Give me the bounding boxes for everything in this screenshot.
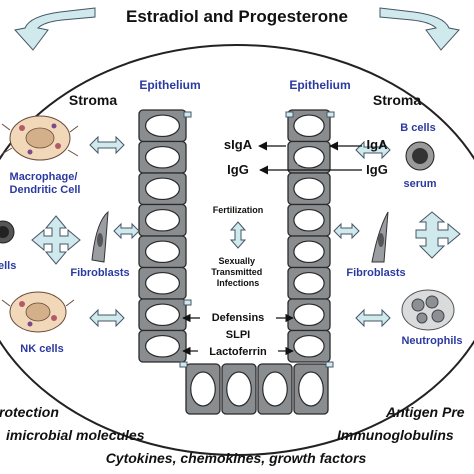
neutrophil-icon (401, 289, 455, 331)
tissue-ellipse (0, 44, 474, 456)
right-epithelial-cell-3 (287, 203, 331, 237)
cytokines-text: Cytokines, chemokines, growth factors (106, 450, 367, 466)
left-epithelial-cell-5 (138, 266, 187, 300)
diagram-title: Estradiol and Progesterone (126, 7, 348, 26)
cells-partial-label: ells (0, 260, 16, 272)
double-arrow-fibroblast-right-icon (333, 222, 360, 240)
antigen-text: Antigen Pre (385, 404, 465, 420)
double-arrow-bcell-icon (355, 140, 391, 160)
macrophage-dendritic-cell-icon (1, 115, 79, 161)
b-cells-label: B cells (400, 122, 435, 134)
iga-label: IgA (367, 137, 389, 152)
right-epithelial-cell-6 (287, 298, 331, 332)
tight-junction-2 (179, 361, 188, 368)
left-epithelial-cell-1 (138, 140, 187, 174)
tight-junction-3 (285, 111, 294, 118)
antimicrobial-text: imicrobial molecules (6, 427, 145, 443)
fertilization-label: Fertilization (213, 205, 264, 215)
bottom-epithelium-row (185, 363, 329, 415)
fibroblast-left-icon (91, 210, 109, 263)
defensins-label: Defensins (212, 312, 265, 324)
double-arrow-fibroblast-left-icon (113, 222, 140, 240)
four-way-arrow-left-icon (31, 215, 81, 265)
left-epithelium-label: Epithelium (139, 78, 200, 92)
tight-junction-0 (183, 111, 192, 118)
vertical-double-arrow-icon (229, 221, 247, 249)
immunoglobulins-text: Immunoglobulins (337, 427, 454, 443)
igg-right-label: IgG (366, 162, 388, 177)
curved-arrow-right-icon (379, 7, 460, 51)
four-way-arrow-right-icon (415, 211, 461, 259)
right-stroma-label: Stroma (373, 92, 421, 108)
neutrophils-label: Neutrophils (401, 335, 462, 347)
left-fibroblasts-label: Fibroblasts (70, 267, 129, 279)
left-epithelial-cell-7 (138, 329, 187, 363)
bottom-epithelial-cell-3 (293, 363, 329, 415)
tight-junction-1 (183, 299, 192, 306)
left-epithelial-cell-2 (138, 172, 187, 206)
right-epithelial-cell-4 (287, 235, 331, 269)
left-stroma-label: Stroma (69, 92, 117, 108)
right-epithelium-column (287, 109, 331, 363)
serum-label: serum (403, 178, 436, 190)
macrophage-label: Macrophage/ Dendritic Cell (10, 171, 81, 196)
bottom-epithelial-cell-0 (185, 363, 221, 415)
sti-label: Sexually Transmitted Infections (211, 256, 265, 288)
double-arrow-macrophage-icon (89, 135, 125, 155)
right-epithelial-cell-0 (287, 109, 331, 143)
left-epithelium-column (138, 109, 187, 363)
bottom-epithelial-cell-2 (257, 363, 293, 415)
left-epithelial-cell-4 (138, 235, 187, 269)
nk-cells-label: NK cells (20, 343, 63, 355)
nk-cell-icon (1, 291, 75, 333)
left-epithelial-cell-0 (138, 109, 187, 143)
right-epithelium-label: Epithelium (289, 78, 350, 92)
siga-label: sIgA (224, 137, 253, 152)
curved-arrow-left-icon (14, 7, 96, 51)
igg-left-label: IgG (227, 162, 249, 177)
bottom-epithelial-cell-1 (221, 363, 257, 415)
right-fibroblasts-label: Fibroblasts (346, 267, 405, 279)
tight-junction-4 (326, 111, 335, 118)
right-epithelial-cell-7 (287, 329, 331, 363)
double-arrow-nk-icon (89, 308, 125, 328)
b-cell-icon (405, 141, 435, 171)
pigr-label: pIgR (297, 153, 321, 165)
protection-text: rotection (0, 404, 59, 420)
left-epithelial-cell-6 (138, 298, 187, 332)
left-epithelial-cell-3 (138, 203, 187, 237)
lymphocyte-icon (0, 220, 15, 244)
right-epithelial-cell-5 (287, 266, 331, 300)
fibroblast-right-icon (371, 211, 389, 263)
slpi-label: SLPI (226, 329, 250, 341)
tight-junction-5 (325, 361, 334, 368)
double-arrow-neutrophil-icon (355, 308, 391, 328)
right-epithelial-cell-2 (287, 172, 331, 206)
lactoferrin-label: Lactoferrin (209, 346, 267, 358)
